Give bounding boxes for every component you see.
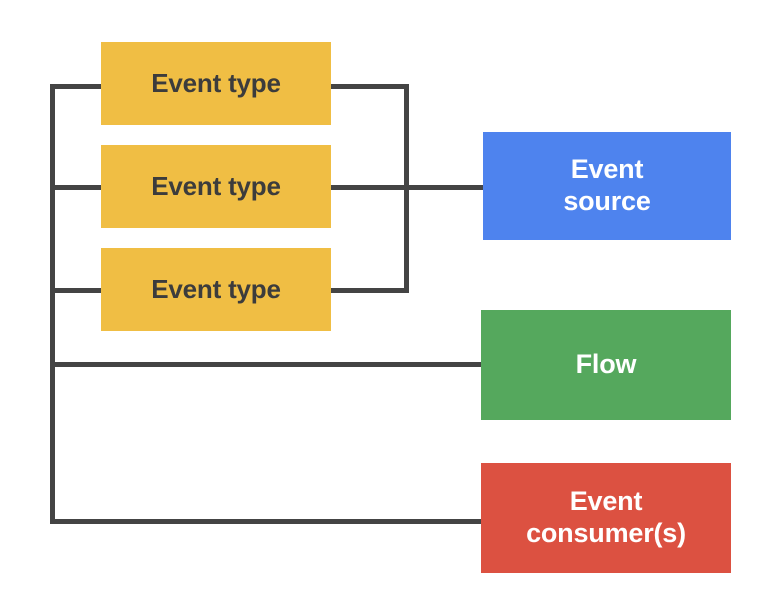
- node-event-type-3-label: Event type: [151, 274, 281, 305]
- connector-left-stub-event-type-1: [50, 84, 101, 89]
- node-event-source[interactable]: Event source: [483, 132, 731, 240]
- connector-left-stub-event-type-2: [50, 185, 101, 190]
- connector-right-stub-event-type-1: [331, 84, 409, 89]
- node-flow-label: Flow: [575, 349, 637, 380]
- node-event-source-label-line-1: Event: [570, 154, 644, 185]
- node-event-type-1[interactable]: Event type: [101, 42, 331, 125]
- node-event-type-2[interactable]: Event type: [101, 145, 331, 228]
- connector-to-flow: [50, 362, 483, 367]
- node-event-consumers-label: Event consumer(s): [520, 486, 692, 550]
- node-flow[interactable]: Flow: [481, 310, 731, 420]
- node-event-type-3[interactable]: Event type: [101, 248, 331, 331]
- connector-to-event-consumers: [50, 519, 483, 524]
- node-event-source-label: Event source: [557, 154, 656, 218]
- node-event-type-2-label: Event type: [151, 171, 281, 202]
- node-event-consumers[interactable]: Event consumer(s): [481, 463, 731, 573]
- node-event-consumers-label-line-1: Event: [569, 486, 643, 517]
- connector-left-stub-event-type-3: [50, 288, 101, 293]
- connector-right-stub-event-type-3: [331, 288, 409, 293]
- connector-to-event-source: [331, 185, 483, 190]
- node-event-type-1-label: Event type: [151, 68, 281, 99]
- node-event-consumers-label-line-2: consumer(s): [526, 518, 686, 548]
- connector-left-vertical-bus: [50, 84, 55, 524]
- node-event-source-label-line-2: source: [563, 186, 651, 216]
